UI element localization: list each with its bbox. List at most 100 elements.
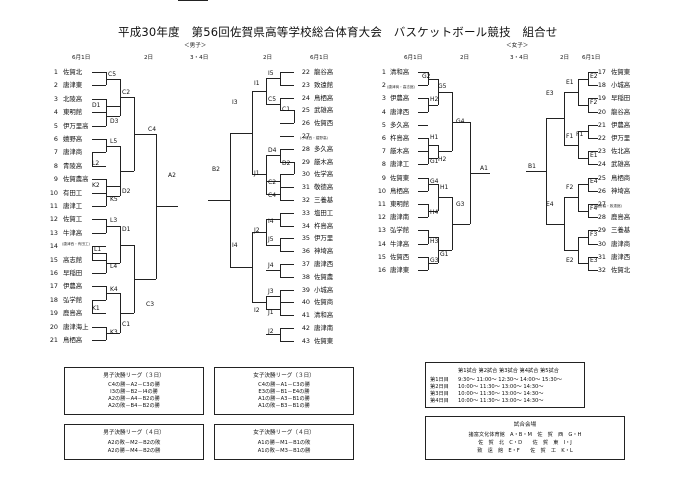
bracket-line xyxy=(588,256,589,270)
boys-league-day3-line: I3の勝－B2－I4の勝 xyxy=(110,389,158,395)
boys-league-day4: 男子決勝リーグ（４日） A2の敗－M2－B2の敗 A2の勝－M4－B2の勝 xyxy=(64,424,204,460)
bracket-line xyxy=(106,226,120,228)
team-number: 14 xyxy=(377,239,386,248)
match-code: D2 xyxy=(122,187,131,195)
team-number: 32 xyxy=(301,196,310,204)
bracket-line xyxy=(280,238,281,252)
match-code: B2 xyxy=(212,166,220,173)
team-number: 19 xyxy=(49,309,58,318)
team-number: 17 xyxy=(597,68,606,76)
bracket-line xyxy=(588,190,598,192)
team-name: 早稲田 xyxy=(611,94,631,103)
team-number: 11 xyxy=(49,202,58,210)
schedule-day: 第1日目 xyxy=(430,377,449,383)
bracket-line xyxy=(106,98,107,113)
team-name: 小城高 xyxy=(314,285,334,294)
bracket-line xyxy=(92,179,106,181)
team-number: 28 xyxy=(597,213,606,222)
team-name: 致遠館 xyxy=(314,80,334,89)
girls-league-day3-line: A1の敗－B3－B1の勝 xyxy=(258,403,310,409)
bracket-line xyxy=(92,206,106,207)
team-name: 青陵高 xyxy=(63,161,83,170)
bracket-line xyxy=(428,230,429,244)
bracket-line xyxy=(418,230,428,232)
match-code: H2 xyxy=(430,96,439,104)
team-number: 16 xyxy=(377,266,386,274)
schedule-times: 9:30～ 11:00～ 12:30～ 14:00～ 15:30～ xyxy=(458,377,562,383)
bracket-line xyxy=(428,144,438,146)
match-code: J3 xyxy=(268,287,274,295)
bracket-line xyxy=(266,104,280,105)
team-name: 鳥栖商 xyxy=(611,173,631,182)
bracket-line xyxy=(418,138,428,139)
bracket-line xyxy=(294,161,295,175)
match-code: C5 xyxy=(108,70,117,78)
match-code: D1 xyxy=(122,226,131,234)
team-name: 唐津商 xyxy=(611,239,631,248)
match-code: D3 xyxy=(110,117,119,125)
team-note: (小城西・嬉野高) xyxy=(300,136,328,140)
schedule-day: 第2日目 xyxy=(430,384,449,390)
bracket-line xyxy=(578,184,579,211)
match-code: J1 xyxy=(268,309,274,317)
team-number: 25 xyxy=(301,106,310,115)
girls-league-day4-line: A1の勝－M1－B1の敗 xyxy=(257,440,311,446)
boys-league-day4-line: A2の敗－M2－B2の敗 xyxy=(107,440,161,446)
bracket-line xyxy=(266,78,280,80)
team-name: 多久高 xyxy=(390,120,410,129)
bracket-line xyxy=(252,174,266,176)
bracket-line xyxy=(438,91,452,93)
team-name: 唐津工 xyxy=(390,160,410,169)
team-number: 13 xyxy=(49,228,58,237)
team-name: 早稲田 xyxy=(63,269,83,277)
team-number: 43 xyxy=(301,336,310,345)
team-number: 18 xyxy=(597,81,606,90)
bracket-line xyxy=(588,72,598,73)
match-code: D1 xyxy=(92,101,101,109)
team-name: 唐津商 xyxy=(63,148,83,157)
team-name: 伊農高 xyxy=(63,282,83,291)
team-name: 佐賀西 xyxy=(390,252,410,261)
bracket-line xyxy=(252,232,253,303)
team-name: 弘学館 xyxy=(63,295,83,304)
bracket-line xyxy=(578,184,588,186)
bracket-line xyxy=(280,276,294,278)
bracket-line xyxy=(266,308,280,310)
bracket-line xyxy=(578,105,588,106)
boys-round-header: 6月1日 xyxy=(310,55,329,61)
bracket-line xyxy=(280,264,294,265)
bracket-line xyxy=(92,246,106,248)
bracket-line xyxy=(588,124,598,126)
match-code: H1 xyxy=(430,134,439,141)
bracket-line xyxy=(92,326,106,328)
team-number: 2 xyxy=(53,81,58,90)
boys-round-header: 2日 xyxy=(144,55,154,61)
team-name: 鳥栖高 xyxy=(63,336,83,344)
team-name: 伊万里 xyxy=(611,134,631,142)
bracket-line xyxy=(418,256,428,258)
bracket-line xyxy=(578,131,588,133)
bracket-line xyxy=(588,204,598,205)
bracket-line xyxy=(280,328,281,341)
bracket-line xyxy=(266,296,267,309)
bracket-line xyxy=(428,184,438,186)
bracket-line xyxy=(452,91,453,152)
team-name: 唐津東 xyxy=(390,266,410,274)
match-code: B1 xyxy=(528,163,536,170)
bracket-line xyxy=(92,152,106,154)
schedule-day: 第3日目 xyxy=(430,391,449,397)
team-number: 7 xyxy=(381,147,386,156)
team-number: 6 xyxy=(53,135,58,143)
bracket-line xyxy=(280,123,294,125)
bracket-line xyxy=(280,251,294,253)
team-name: 唐津海上 xyxy=(63,322,89,331)
team-number: 24 xyxy=(301,93,310,102)
boys-label: ＜男子＞ xyxy=(184,43,207,49)
bracket-line xyxy=(438,151,452,153)
bracket-line xyxy=(178,0,208,1)
bracket-line xyxy=(92,85,106,87)
bracket-line xyxy=(266,219,267,245)
bracket-line xyxy=(106,326,107,340)
bracket-line xyxy=(266,334,280,336)
bracket-line xyxy=(106,78,120,80)
